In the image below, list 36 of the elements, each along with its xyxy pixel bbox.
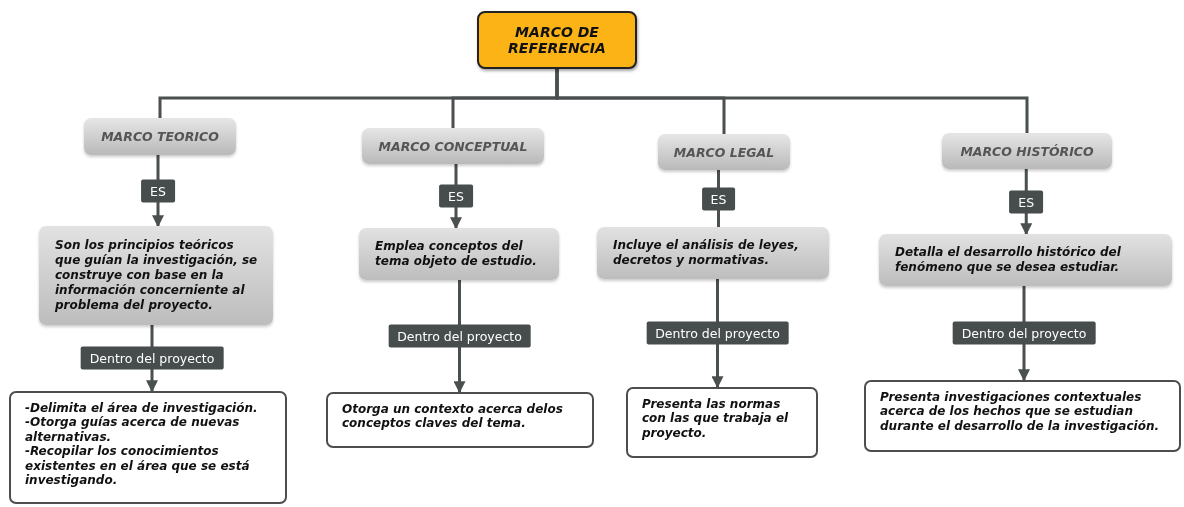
category-box: [658, 134, 790, 170]
description-box: [39, 226, 273, 325]
node-text: -Recopilar los conocimientos existentes en el área que se está investigando.: [25, 444, 251, 488]
result-box: [864, 380, 1181, 452]
node-text: Presenta investigaciones contextuales acerca de los hechos que se estudian durante el desarrollo de la investigación.: [880, 390, 1161, 434]
node-text: Incluye el análisis de leyes, decretos y normativas.: [613, 238, 800, 268]
node-text: MARCO HISTÓRICO: [960, 143, 1094, 159]
category-box: [362, 128, 544, 164]
node-text: MARCO CONCEPTUAL: [378, 138, 528, 154]
description-box: [597, 227, 829, 279]
result-box: [9, 391, 287, 504]
node-text: Emplea conceptos del tema objeto de estudio.: [375, 239, 538, 269]
result-box: [626, 387, 818, 458]
node-text: MARCO DE REFERENCIA: [507, 24, 607, 56]
edge-label: ES: [439, 184, 473, 208]
category-box: [84, 118, 236, 155]
edge-label: ES: [1009, 190, 1044, 213]
node-text: Presenta las normas con las que trabaja el proyecto.: [642, 397, 790, 441]
edge-label: ES: [701, 187, 736, 210]
title-box: [477, 11, 637, 69]
node-text: Detalla el desarrollo histórico del fenómeno que se desea estudiar.: [895, 245, 1122, 275]
edge-label: ES: [141, 179, 175, 202]
edge-label: Dentro del proyecto: [646, 321, 789, 345]
description-box: [359, 228, 559, 280]
node-text: MARCO TEORICO: [101, 129, 219, 144]
node-text: Son los principios teóricos que guían la investigación, se construye con base en la información concerniente al problema del proyecto.: [55, 238, 259, 313]
node-text: -Delimita el área de investigación.: [25, 401, 259, 416]
result-box: [326, 392, 594, 448]
node-text: -Otorga guías acerca de nuevas alternativas.: [25, 415, 241, 445]
category-box: [942, 133, 1112, 169]
edge-label: Dentro del proyecto: [388, 324, 531, 348]
edge-label: Dentro del proyecto: [952, 321, 1096, 345]
description-box: [879, 234, 1172, 286]
edge-label: Dentro del proyecto: [80, 346, 224, 370]
node-text: MARCO LEGAL: [673, 144, 775, 160]
node-text: Otorga un contexto acerca delos conceptos claves del tema.: [342, 402, 564, 431]
